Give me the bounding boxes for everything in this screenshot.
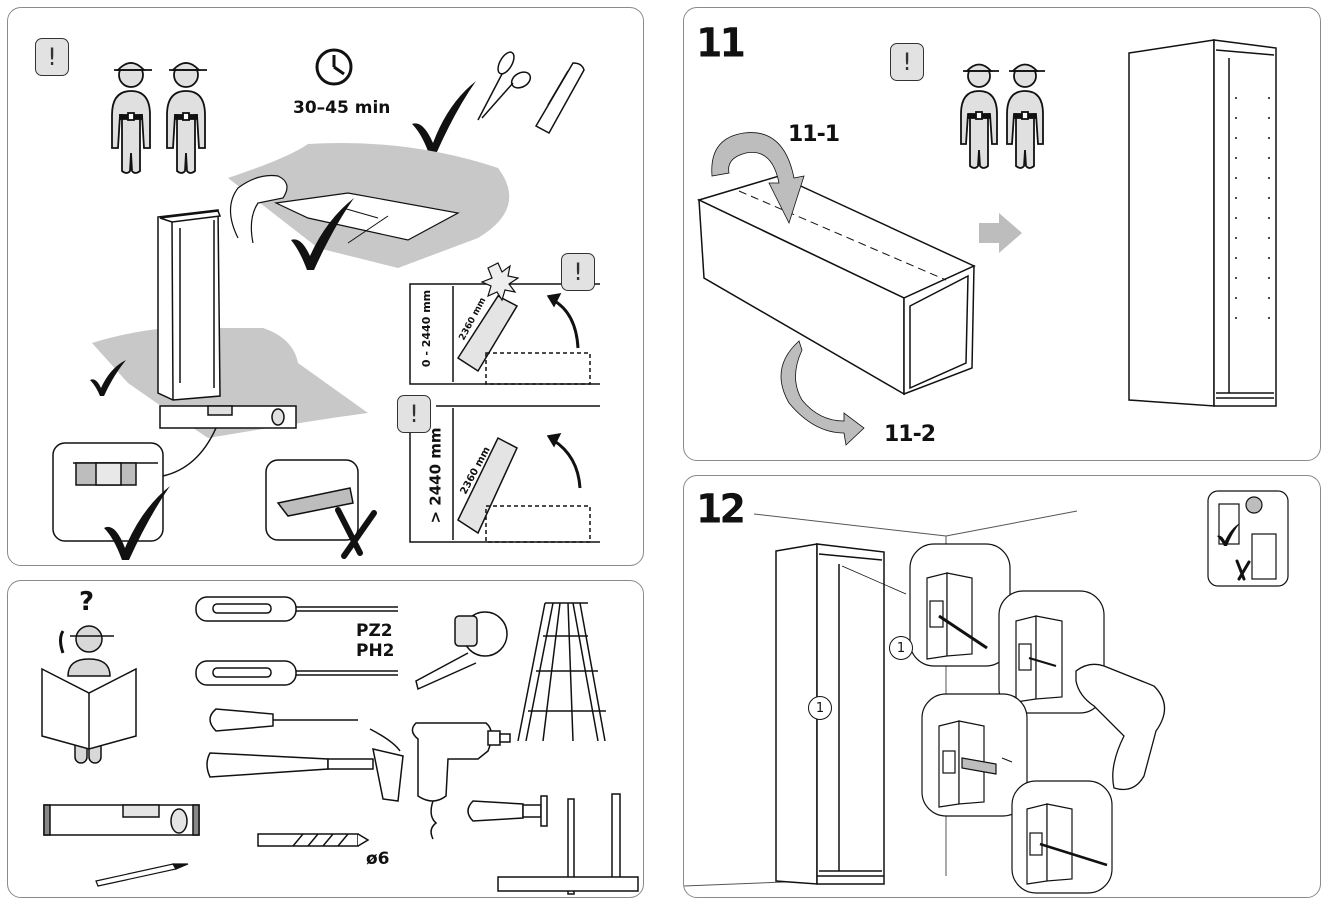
tools-panel: ? PZ2 PH2 ø6 bbox=[7, 580, 644, 898]
two-persons-icon bbox=[960, 63, 1045, 169]
drill-bit-icon bbox=[257, 833, 370, 847]
step-12-illustrations bbox=[684, 490, 1289, 894]
checkmark-icon bbox=[291, 198, 354, 270]
collision-burst-icon bbox=[480, 262, 520, 302]
warning-icon: ! bbox=[561, 253, 595, 291]
electric-drill-icon bbox=[1075, 663, 1166, 791]
warning-icon: ! bbox=[35, 38, 69, 76]
checkmark-icon bbox=[104, 486, 170, 560]
checkmark-icon bbox=[90, 360, 126, 396]
clock-icon bbox=[315, 48, 353, 86]
part-number: 1 bbox=[896, 640, 906, 656]
warning-icon: ! bbox=[890, 43, 924, 81]
cabinet-upright bbox=[775, 543, 907, 885]
clamp-icon bbox=[467, 793, 639, 895]
awl-icon bbox=[209, 708, 358, 732]
question-icon: ? bbox=[79, 587, 95, 617]
ceiling-height-low-label: 0 - 2440 mm bbox=[420, 289, 434, 368]
cabinet-upright bbox=[1128, 39, 1277, 407]
part-number-label: 1 bbox=[889, 636, 913, 660]
step-number: 12 bbox=[696, 485, 746, 533]
person-reading-manual-icon bbox=[41, 625, 137, 764]
cabinet-upright bbox=[157, 209, 222, 401]
part-number-label: 1 bbox=[808, 696, 832, 720]
ceiling-high-diagram bbox=[409, 405, 600, 543]
tools-illustrations bbox=[41, 596, 639, 895]
substep-11-2-label: 11-2 bbox=[884, 422, 936, 447]
level-detail-correct bbox=[52, 427, 217, 542]
electric-drill-icon bbox=[411, 722, 511, 840]
step-number: 11 bbox=[696, 19, 746, 67]
checkmark-icon bbox=[412, 81, 476, 154]
shelf-peg-holes bbox=[1235, 97, 1270, 319]
warning-mark: ! bbox=[47, 43, 57, 71]
step-11-panel: 11 11-1 11-2 ! bbox=[683, 7, 1321, 461]
back-panel bbox=[273, 192, 460, 241]
step-11-illustrations bbox=[696, 39, 1277, 446]
step-12-panel: 12 bbox=[683, 475, 1321, 898]
spirit-level-icon bbox=[159, 405, 297, 429]
cross-icon bbox=[1235, 559, 1251, 581]
drill-bit-size: ø6 bbox=[366, 849, 390, 869]
wall-type-inset bbox=[1207, 490, 1289, 587]
spirit-level-icon bbox=[43, 804, 200, 836]
warning-icon: ! bbox=[397, 395, 431, 433]
substep-11-1-label: 11-1 bbox=[788, 122, 840, 147]
detail-fasten-screw bbox=[1011, 780, 1113, 894]
ladder-icon bbox=[517, 602, 606, 742]
warning-mark: ! bbox=[902, 48, 912, 76]
rotate-arrow-icon bbox=[780, 340, 865, 446]
screwdriver-bit-pz2: PZ2 bbox=[356, 621, 393, 641]
detail-mark-position bbox=[909, 543, 1011, 667]
checkmark-icon bbox=[1217, 523, 1240, 546]
scissors-icon bbox=[477, 51, 532, 121]
detail-insert-wall-plug bbox=[921, 693, 1028, 817]
assembly-duration: 30–45 min bbox=[293, 98, 391, 118]
cross-icon bbox=[335, 507, 377, 559]
tape-measure-icon bbox=[415, 611, 508, 691]
rotate-arrow-icon bbox=[711, 132, 805, 225]
flat-screwdriver-icon bbox=[195, 660, 398, 686]
cabinet-lying bbox=[696, 175, 976, 396]
hand-icon bbox=[229, 174, 288, 244]
preparation-panel: ! bbox=[7, 7, 644, 566]
two-persons-icon bbox=[111, 62, 207, 174]
preparation-illustrations bbox=[52, 48, 600, 560]
hammer-icon bbox=[206, 728, 404, 802]
part-number: 1 bbox=[815, 700, 825, 716]
ceiling-low-diagram bbox=[409, 283, 600, 385]
level-detail-incorrect bbox=[265, 459, 359, 541]
pencil-icon bbox=[95, 863, 189, 887]
arrow-right-icon bbox=[979, 213, 1022, 253]
warning-mark: ! bbox=[573, 258, 583, 286]
screwdriver-bit-ph2: PH2 bbox=[356, 641, 395, 661]
phillips-screwdriver-icon bbox=[195, 596, 398, 622]
utility-knife-icon bbox=[534, 62, 585, 135]
warning-mark: ! bbox=[409, 400, 419, 428]
ceiling-height-high-label: > 2440 mm bbox=[426, 427, 445, 524]
